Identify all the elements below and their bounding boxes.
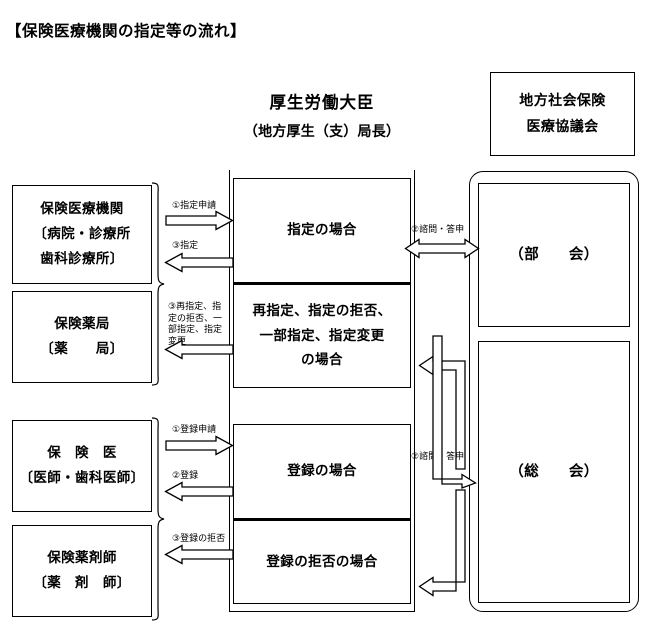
arrow-designation xyxy=(164,252,234,273)
arrow-consultation-report-upper xyxy=(404,238,480,259)
box-insured-medical-institution: 保険医療機関 〔病院・診療所 歯科診療所〕 xyxy=(12,185,152,284)
box-ministry-of-health: 厚生労働大臣 （地方厚生（支）局長） xyxy=(229,63,415,170)
redesignation-case-line3: の場合 xyxy=(301,352,343,368)
box-designation-case: 指定の場合 xyxy=(233,178,411,283)
ministry-title-line2: （地方厚生（支）局長） xyxy=(243,122,401,139)
council-line2: 医療協議会 xyxy=(526,118,599,134)
arrow-registration-application xyxy=(165,435,234,456)
insured-medical-institution-line1: 保険医療機関 xyxy=(40,201,124,217)
brace-institutions-group xyxy=(150,181,166,387)
insured-pharmacist-line2: 〔薬 剤 師〕 xyxy=(33,575,131,590)
label-registration: ②登録 xyxy=(172,470,199,480)
box-insured-pharmacy: 保険薬局 〔薬 局〕 xyxy=(12,291,152,383)
label-designation-application: ①指定申請 xyxy=(172,200,217,210)
designation-case-line1: 指定の場合 xyxy=(287,222,357,238)
insured-doctor-line1: 保 険 医 xyxy=(47,445,117,461)
label-consultation-report-upper: ②諮問・答申 xyxy=(411,224,465,234)
box-registration-refusal-case: 登録の拒否の場合 xyxy=(233,519,411,604)
box-sectional-meeting: （部 会） xyxy=(478,183,630,327)
insured-doctor-line2: 〔医師・歯科医師〕 xyxy=(19,470,145,485)
arrow-registration-refusal-to-center xyxy=(407,489,479,608)
insured-medical-institution-line3: 歯科診療所〕 xyxy=(40,250,124,266)
label-designation: ③指定 xyxy=(172,240,199,250)
registration-refusal-case-line1: 登録の拒否の場合 xyxy=(266,553,378,569)
ministry-title-line1: 厚生労働大臣 xyxy=(269,94,375,113)
brace-practitioners-group xyxy=(150,416,166,622)
arrow-registration xyxy=(164,481,234,502)
insured-pharmacist-line1: 保険薬剤師 xyxy=(47,550,117,566)
redesignation-case-line1: 再指定、指定の拒否、 xyxy=(252,302,392,318)
arrow-designation-application xyxy=(165,210,234,231)
box-general-meeting: （総 会） xyxy=(478,341,630,603)
box-redesignation-case: 再指定、指定の拒否、 一部指定、指定変更 の場合 xyxy=(233,283,411,388)
insured-medical-institution-line2: 〔病院・診療所 xyxy=(33,226,131,242)
redesignation-case-line2: 一部指定、指定変更 xyxy=(259,327,385,343)
box-insured-pharmacist: 保険薬剤師 〔薬 剤 師〕 xyxy=(12,525,152,617)
arrow-registration-refusal xyxy=(164,544,234,565)
box-registration-case: 登録の場合 xyxy=(233,424,411,519)
page-title: 【保険医療機関の指定等の流れ】 xyxy=(6,23,247,40)
box-insured-doctor: 保 険 医 〔医師・歯科医師〕 xyxy=(12,420,152,512)
sectional-meeting-label: （部 会） xyxy=(509,246,599,263)
general-meeting-label: （総 会） xyxy=(509,463,599,480)
insured-pharmacy-line2: 〔薬 局〕 xyxy=(40,341,124,356)
arrow-consultation-to-general-meeting xyxy=(424,335,480,489)
box-local-social-insurance-council: 地方社会保険 医療協議会 xyxy=(490,72,635,156)
label-registration-refusal: ③登録の拒否 xyxy=(172,533,226,543)
label-registration-application: ①登録申請 xyxy=(172,424,217,434)
arrow-redesignation-to-general-meeting xyxy=(407,345,479,470)
insured-pharmacy-line1: 保険薬局 xyxy=(54,316,110,332)
arrow-redesignation-refusal xyxy=(164,339,234,360)
label-redesignation-refusal: ③再指定、指定の拒否、一部指定、指定変更 xyxy=(168,301,223,346)
registration-case-line1: 登録の場合 xyxy=(287,463,357,479)
council-line1: 地方社会保険 xyxy=(519,92,606,109)
